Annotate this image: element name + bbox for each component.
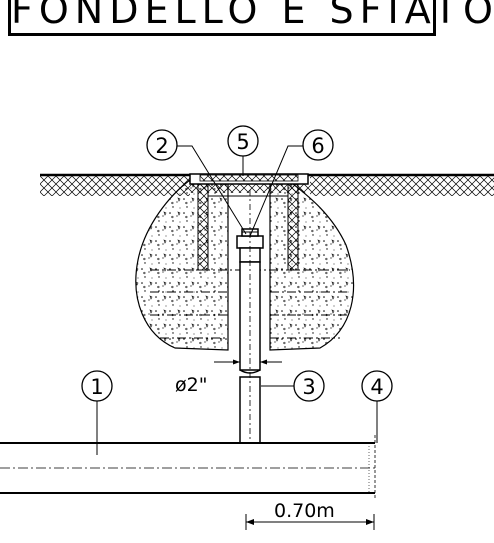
callout-5: 5 <box>227 125 259 157</box>
main-pipe <box>0 435 376 500</box>
callout-1: 1 <box>81 370 113 402</box>
leader-lines <box>96 145 378 455</box>
length-label: 0.70m <box>274 500 335 522</box>
callout-4: 4 <box>361 370 393 402</box>
callout-2: 2 <box>146 129 178 161</box>
inspection-box <box>150 173 350 339</box>
callout-3: 3 <box>293 370 325 402</box>
callout-3-label: 3 <box>302 375 315 399</box>
callout-4-label: 4 <box>370 375 383 399</box>
vent-pipe <box>236 190 264 444</box>
title-frame: FONDELLO E SFIATO <box>8 0 494 36</box>
diameter-dimension: ø2" <box>175 359 282 396</box>
callout-6: 6 <box>302 129 334 161</box>
callout-5-label: 5 <box>236 130 249 154</box>
drawing-title: FONDELLO E SFIATO <box>11 0 494 32</box>
diameter-label: ø2" <box>175 374 207 396</box>
callout-6-label: 6 <box>311 134 324 158</box>
callout-1-label: 1 <box>90 375 103 399</box>
callout-2-label: 2 <box>155 134 168 158</box>
length-dimension: 0.70m <box>245 500 375 530</box>
